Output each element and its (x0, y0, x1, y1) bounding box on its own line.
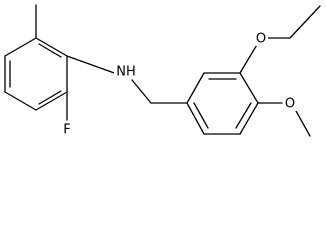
double-bond-inner-bottom (38, 90, 62, 105)
methoxy-ch3-bond (295, 110, 311, 137)
fluorine-atom: F (60, 121, 74, 138)
nitrogen-label-background (114, 63, 138, 79)
fluorine-label: F (63, 123, 70, 138)
left-benzene-ring (4, 37, 68, 111)
chemical-structure-diagram: NH F O O (4, 4, 321, 138)
ethoxy-oxygen-label: O (256, 32, 266, 47)
ring-to-nitrogen-bond (66, 55, 118, 75)
ethoxy-oxygen-label-background (254, 30, 268, 46)
methoxy-oxygen-label: O (285, 97, 295, 112)
methoxy-oxygen-label-background (283, 95, 297, 111)
nitrogen-to-ch2-bond (131, 79, 152, 104)
ethoxy-ch3-bond (289, 5, 321, 39)
right-benzene-ring (186, 72, 259, 135)
methoxy-oxygen-atom: O (283, 95, 297, 112)
nitrogen-atom: NH (114, 63, 138, 80)
bond-l6-l1 (35, 37, 68, 57)
bond-l1-l2 (4, 37, 37, 57)
bond-r1-r2 (186, 72, 205, 104)
bond-l3-l4 (4, 91, 37, 111)
fluorine-label-background (60, 121, 74, 137)
bond-r6-r1 (186, 102, 205, 135)
double-bond-inner-left-right (193, 102, 209, 129)
double-bond-inner-top (38, 43, 62, 58)
bond-r3-r4 (239, 72, 259, 104)
double-bond-inner-right (235, 102, 252, 129)
bond-r4-r5 (239, 102, 259, 135)
ethoxy-oxygen-atom: O (254, 30, 268, 47)
nitrogen-label: NH (116, 65, 136, 80)
ethoxy-o-bond (239, 42, 259, 74)
bond-l4-l5 (35, 91, 68, 111)
